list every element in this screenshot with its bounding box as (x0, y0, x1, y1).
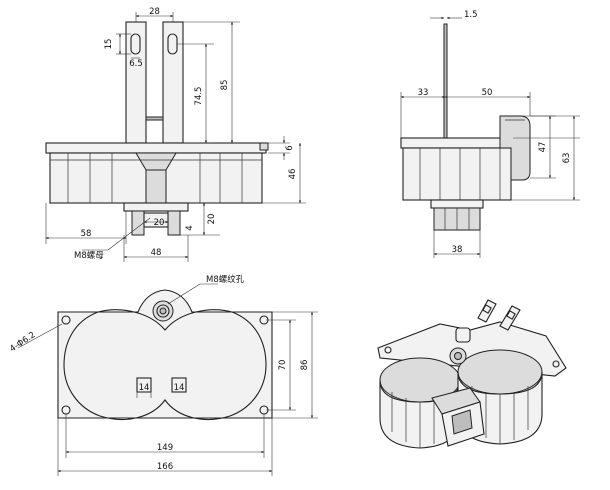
dim-38: 38 (452, 245, 463, 255)
dim-58: 58 (81, 229, 92, 239)
front-pins (125, 21, 184, 144)
dim-70: 70 (278, 360, 288, 371)
dim-63: 63 (562, 153, 572, 164)
dim-15: 15 (104, 39, 114, 50)
dim-slot-right: 14 (174, 383, 185, 393)
dim-holes: 4-Φ6.2 (8, 330, 37, 354)
dim-46: 46 (288, 169, 298, 180)
dim-6-5: 6.5 (129, 59, 143, 69)
dim-28: 28 (149, 7, 160, 17)
top-view: M8螺纹孔 4-Φ6.2 14 14 70 86 149 (8, 274, 318, 476)
dim-20-width: 20 (154, 218, 165, 228)
top-plate (57, 289, 273, 419)
dim-6: 6 (285, 145, 295, 150)
label-m8-thread: M8螺纹孔 (206, 274, 245, 285)
front-view: 28 15 6.5 74.5 85 6 (45, 7, 306, 262)
dim-48: 48 (151, 248, 162, 258)
front-flange (45, 142, 267, 154)
dim-166: 166 (157, 462, 173, 472)
front-dims: 28 15 6.5 74.5 85 6 (45, 7, 306, 262)
dim-slot-left: 14 (139, 383, 150, 393)
dim-149: 149 (157, 443, 173, 453)
dim-33: 33 (418, 88, 429, 98)
mount-hole-tl (61, 315, 71, 325)
side-view: 1.5 33 50 47 63 38 (400, 10, 580, 258)
dim-86: 86 (300, 360, 310, 371)
dim-4: 4 (185, 225, 195, 230)
dim-50: 50 (482, 88, 493, 98)
dim-47: 47 (538, 142, 548, 153)
front-nut (123, 202, 189, 236)
dim-1-5: 1.5 (464, 10, 478, 20)
dim-74-5: 74.5 (194, 87, 204, 106)
dim-20-height: 20 (207, 214, 217, 225)
dim-85: 85 (220, 80, 230, 91)
side-dims: 1.5 33 50 47 63 38 (400, 10, 580, 258)
label-m8-nut: M8螺母 (74, 250, 104, 261)
front-body (49, 152, 263, 204)
isometric-view (377, 299, 567, 449)
